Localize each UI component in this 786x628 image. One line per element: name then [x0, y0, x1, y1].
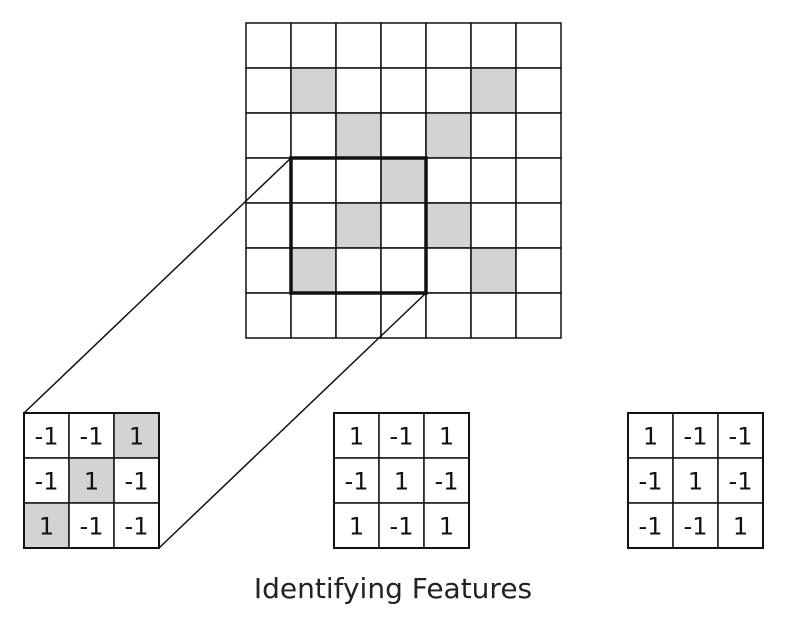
- connector-line: [158, 292, 427, 549]
- image-cell: [335, 202, 382, 249]
- image-cell: [470, 247, 517, 294]
- filter-cell-value: -1: [35, 468, 59, 496]
- filter-cell-value: -1: [80, 423, 104, 451]
- image-cell: [470, 67, 517, 114]
- filter-cell-value: -1: [125, 468, 149, 496]
- image-cell: [245, 292, 292, 339]
- filter-cell-value: 1: [349, 513, 364, 541]
- filter-cell: [378, 502, 425, 549]
- filter-cell-value: 1: [394, 468, 409, 496]
- image-cell: [425, 292, 472, 339]
- image-cell: [245, 22, 292, 69]
- filter-cell-value: 1: [733, 513, 748, 541]
- image-cell: [425, 22, 472, 69]
- image-cell: [335, 67, 382, 114]
- image-cell: [425, 67, 472, 114]
- image-cell: [380, 67, 427, 114]
- filter-cell-value: -1: [684, 513, 708, 541]
- image-grid: [245, 22, 562, 339]
- filter-2: 1 -1 1 -1 1 -1 1 -1 1: [333, 412, 470, 549]
- filter-border: [627, 412, 764, 549]
- image-cell: [470, 202, 517, 249]
- image-cell: [425, 202, 472, 249]
- filter-cell-value: -1: [435, 468, 459, 496]
- filter-cell-value: -1: [345, 468, 369, 496]
- image-cell: [515, 112, 562, 159]
- image-cell: [245, 67, 292, 114]
- image-cell: [335, 112, 382, 159]
- filter-cell-value: -1: [390, 423, 414, 451]
- image-cell: [515, 202, 562, 249]
- image-cell: [515, 247, 562, 294]
- filter-cell-value: -1: [639, 513, 663, 541]
- image-cell: [425, 157, 472, 204]
- image-cell: [425, 112, 472, 159]
- image-cell: [245, 112, 292, 159]
- image-cell: [335, 157, 382, 204]
- image-cell: [335, 292, 382, 339]
- filter-cell-value: -1: [729, 423, 753, 451]
- filter-cell: [423, 457, 470, 504]
- filter-cell-value: 1: [84, 468, 99, 496]
- filter-cell-value: -1: [729, 468, 753, 496]
- image-cell: [380, 247, 427, 294]
- filter-3: 1 -1 -1 -1 1 -1 -1 -1 1: [627, 412, 764, 549]
- filter-cell: [113, 502, 160, 549]
- image-cell: [380, 22, 427, 69]
- filter-cell: [378, 457, 425, 504]
- image-cell: [245, 202, 292, 249]
- image-cell: [515, 22, 562, 69]
- image-cell: [470, 112, 517, 159]
- image-cell: [470, 292, 517, 339]
- filter-cell-value: 1: [129, 423, 144, 451]
- filter-cell-value: -1: [684, 423, 708, 451]
- image-cell: [245, 247, 292, 294]
- image-cell: [380, 157, 427, 204]
- filter-cell: [627, 457, 674, 504]
- image-cell: [290, 22, 337, 69]
- image-cell: [290, 202, 337, 249]
- image-cell: [380, 112, 427, 159]
- filter-cell-value: -1: [390, 513, 414, 541]
- image-cell: [470, 22, 517, 69]
- filter-cell-value: 1: [439, 423, 454, 451]
- filter-cell: [333, 502, 380, 549]
- filter-1: -1 -1 1 -1 1 -1 1 -1 -1: [23, 412, 160, 549]
- zoom-connectors: [23, 157, 427, 549]
- filter-cell-value: 1: [643, 423, 658, 451]
- connector-line: [23, 157, 292, 414]
- filter-border: [333, 412, 470, 549]
- filter-cell-value: -1: [35, 423, 59, 451]
- image-cell: [290, 112, 337, 159]
- image-cell: [335, 22, 382, 69]
- caption: Identifying Features: [253, 572, 533, 605]
- filter-cell-value: -1: [125, 513, 149, 541]
- filter-cell-value: -1: [80, 513, 104, 541]
- filter-cell-value: 1: [688, 468, 703, 496]
- image-cell: [290, 292, 337, 339]
- image-cell: [290, 67, 337, 114]
- filter-border: [23, 412, 160, 549]
- filter-cell-value: 1: [439, 513, 454, 541]
- filter-cell: [23, 412, 70, 459]
- receptive-field-highlight: [289, 156, 428, 295]
- image-cell: [470, 157, 517, 204]
- filter-cell: [23, 457, 70, 504]
- image-cell: [335, 247, 382, 294]
- filter-cell: [672, 502, 719, 549]
- filter-cell-value: -1: [639, 468, 663, 496]
- filter-cell-value: 1: [39, 513, 54, 541]
- filter-cell: [627, 502, 674, 549]
- filter-cell-value: 1: [349, 423, 364, 451]
- image-cell: [515, 292, 562, 339]
- image-cell: [515, 157, 562, 204]
- image-cell: [425, 247, 472, 294]
- image-cell: [290, 157, 337, 204]
- filter-cell: [717, 412, 764, 459]
- image-cell: [290, 247, 337, 294]
- image-cell: [380, 202, 427, 249]
- image-cell: [515, 67, 562, 114]
